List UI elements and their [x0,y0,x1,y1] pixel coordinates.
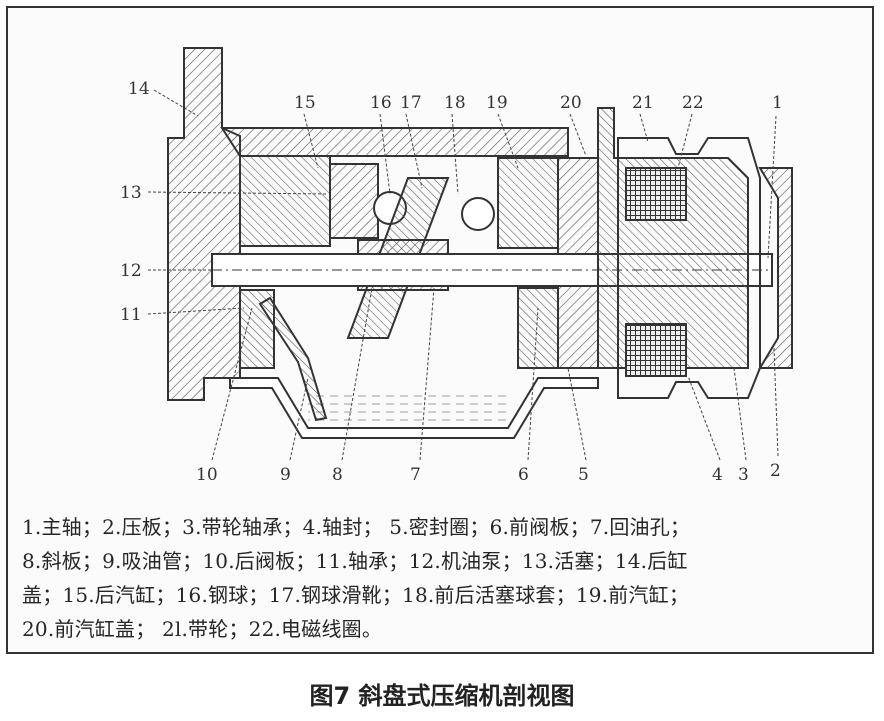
oil-sump [229,377,599,439]
callout-11: 11 [120,305,142,325]
callout-12: 12 [120,261,142,281]
front-cylinder-lower [517,287,559,369]
legend-line: 8.斜板；9.吸油管；10.后阀板；11.轴承；12.机油泵；13.活塞；14.… [22,549,688,573]
callout-10: 10 [196,465,218,485]
callout-18: 18 [444,93,466,113]
piston [329,163,379,239]
pressure-plate [758,167,793,369]
callout-16: 16 [370,93,392,113]
callout-21: 21 [632,93,654,113]
rear-cover [167,47,241,401]
callout-9: 9 [280,465,291,485]
legend-line: 盖；15.后汽缸；16.钢球；17.钢球滑靴；18.前后活塞球套；19.前汽缸； [22,583,690,607]
figure-caption: 图7 斜盘式压缩机剖视图 [309,682,575,710]
suction-pipe [258,296,328,422]
housing-top [220,127,569,157]
front-cylinder [497,157,559,249]
steel-ball [461,197,495,231]
callout-19: 19 [486,93,508,113]
compressor-cross-section-diagram: 14 15 16 17 18 19 20 21 22 1 13 12 11 10… [120,47,793,485]
callout-6: 6 [518,465,529,485]
electromagnetic-coil [625,167,687,221]
callout-5: 5 [578,465,589,485]
callout-14: 14 [128,79,150,99]
callout-3: 3 [738,465,749,485]
callout-2: 2 [770,461,781,481]
legend-line: 1.主轴；2.压板；3.带轮轴承；4.轴封； 5.密封圈；6.前阀板；7.回油孔… [22,515,691,539]
callout-22: 22 [682,93,704,113]
callout-8: 8 [332,465,343,485]
callout-17: 17 [400,93,422,113]
electromagnetic-coil [625,323,687,377]
oil [308,392,508,426]
callout-1: 1 [772,93,783,113]
callout-7: 7 [410,465,421,485]
callout-20: 20 [560,93,582,113]
callout-labels: 14 15 16 17 18 19 20 21 22 1 13 12 11 10… [120,79,783,485]
callout-13: 13 [120,183,142,203]
callout-15: 15 [294,93,316,113]
rear-cylinder [239,155,331,247]
legend-line: 20.前汽缸盖； 2l.带轮；22.电磁线圈。 [22,617,383,641]
parts-legend: 1.主轴；2.压板；3.带轮轴承；4.轴封； 5.密封圈；6.前阀板；7.回油孔… [22,510,862,646]
callout-4: 4 [712,465,723,485]
